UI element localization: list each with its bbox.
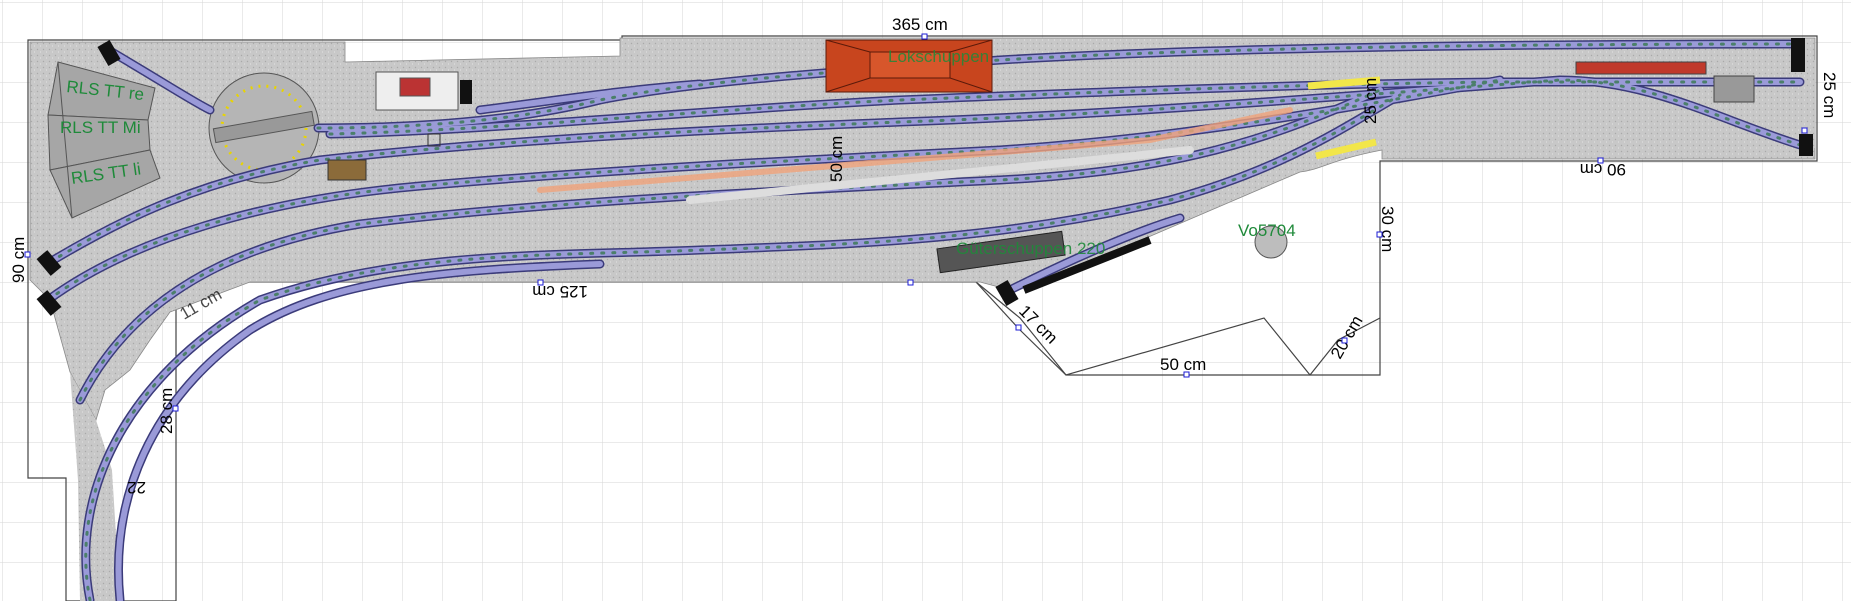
dim-center-height: 50 cm — [827, 136, 846, 182]
dimension-handles[interactable] — [24, 33, 1808, 412]
water-tower-label: Vo5704 — [1238, 221, 1296, 240]
small-buildings — [327, 61, 1755, 181]
dim-bottom-mid: 125 cm — [532, 282, 588, 301]
goods-shed — [936, 230, 1066, 274]
dim-right-bottom: 90 cm — [1580, 160, 1626, 179]
station-label: Lokschuppen — [888, 47, 989, 66]
track-network — [43, 39, 1805, 605]
buffer-stops — [36, 38, 1813, 316]
dim-top-width: 365 cm — [892, 15, 948, 34]
turnout-marker-lower — [1315, 138, 1377, 160]
turntable[interactable] — [208, 72, 320, 184]
dim-vert-30: 30 cm — [1378, 206, 1397, 252]
goods-shed-label: Güterschuppen 220 — [956, 239, 1105, 258]
shed-mi-label: RLS TT Mi — [60, 118, 141, 137]
dim-left-bottom: 22 — [127, 478, 146, 497]
water-tower[interactable] — [1254, 225, 1288, 259]
roundhouse-sheds — [47, 61, 161, 219]
dim-right-inner: 25 cm — [1361, 78, 1380, 124]
dim-left-height: 90 cm — [9, 237, 28, 283]
dim-right-height: 25 cm — [1820, 72, 1839, 118]
dim-left-low: 28 cm — [157, 388, 176, 434]
dim-bottom-50: 50 cm — [1160, 355, 1206, 374]
train-consist[interactable] — [1022, 236, 1152, 294]
turnout-marker-upper — [1307, 76, 1381, 90]
station-building — [825, 39, 993, 93]
